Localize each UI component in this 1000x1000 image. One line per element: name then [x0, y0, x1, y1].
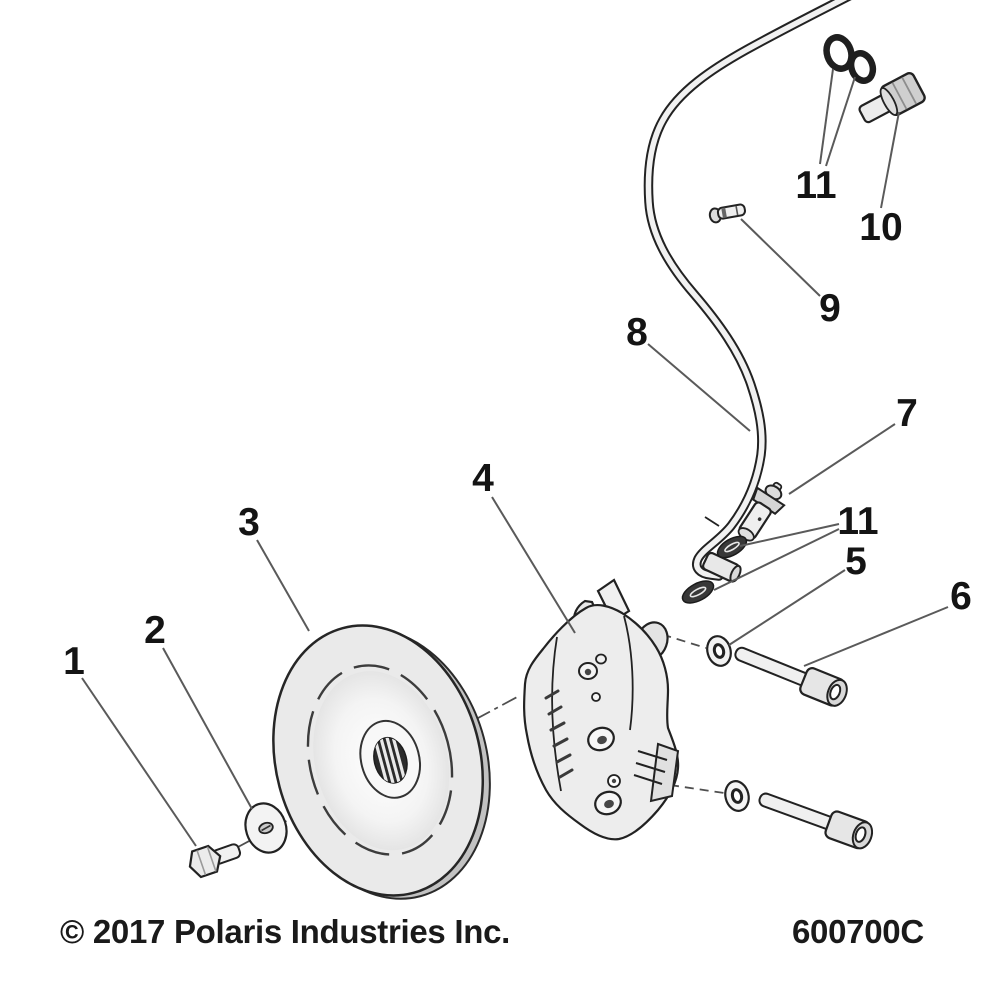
caliper-pad-line: [635, 762, 666, 773]
clip-band: [721, 207, 727, 219]
washer-hole: [712, 643, 726, 659]
brake-disc: [272, 624, 491, 900]
sealing-washer: [847, 50, 877, 84]
caliper-seam-left: [551, 636, 562, 792]
callout-label-1: 1: [63, 640, 85, 683]
brake-caliper: [523, 578, 680, 841]
leader-line-11a: [825, 76, 856, 167]
caliper-pad-line: [633, 774, 663, 785]
callout-label-6: 6: [950, 575, 972, 618]
leader-line-9: [740, 218, 821, 297]
leader-line-11a: [819, 68, 834, 165]
brake-line-inner: [645, 0, 848, 579]
disc-inner-ring: [306, 664, 454, 856]
callout-leaders: [81, 68, 949, 847]
callout-label-3: 3: [238, 501, 260, 544]
leader-line-2: [162, 647, 253, 810]
callout-label-8: 8: [626, 311, 648, 354]
hex-facet: [206, 846, 217, 872]
leader-line-7: [788, 423, 896, 495]
caliper-seam-right: [623, 615, 634, 731]
caliper-bolt-top: [734, 646, 848, 707]
leader-line-11b: [713, 528, 840, 591]
caliper-boss-small: [595, 653, 607, 665]
caliper-pad-line: [637, 750, 668, 761]
clip-groove: [735, 206, 739, 216]
leader-line-5: [728, 569, 846, 646]
sealing-washer-slit: [689, 586, 707, 598]
washer-hole: [730, 788, 744, 804]
callout-label-9: 9: [819, 287, 841, 330]
bolt-shaft: [758, 792, 835, 831]
brake-line: [643, 0, 852, 583]
hex-facet: [901, 77, 918, 105]
disc-splines: [372, 733, 408, 787]
callout-label-7: 7: [896, 392, 918, 435]
fitting-hex-collar: [752, 486, 786, 515]
leader-line-6: [803, 606, 949, 667]
retaining-clip: [708, 203, 746, 224]
callout-label-11-upper: 11: [795, 164, 836, 207]
sealing-washer: [716, 535, 748, 559]
callout-label-5: 5: [845, 540, 867, 583]
copyright-text: © 2017 Polaris Industries Inc.: [60, 913, 510, 950]
caliper-pin-hole: [591, 692, 601, 702]
callout-label-2: 2: [144, 609, 166, 652]
washer-hole-slot: [261, 824, 271, 832]
banjo-bolt-head-face: [879, 87, 899, 116]
caliper-piston-low-hole: [604, 799, 614, 809]
clip-body: [716, 203, 746, 220]
disc-washer: [244, 802, 288, 854]
leader-line-8: [647, 343, 751, 432]
hose-seam: [704, 516, 720, 527]
callout-label-11-lower: 11: [837, 500, 878, 543]
caliper-bolt-axis-bottom: [669, 784, 725, 794]
caliper-washer-top: [706, 635, 732, 667]
sealing-washer: [823, 34, 855, 72]
hex-facet: [891, 82, 908, 110]
disc-bolt: [188, 843, 242, 879]
diagram-footer: © 2017 Polaris Industries Inc. 600700C: [60, 913, 924, 950]
bolt-socket: [854, 826, 867, 843]
caliper-piston-mid-hole: [597, 735, 607, 745]
caliper-bolt-bottom: [758, 792, 874, 850]
callout-label-10: 10: [859, 206, 902, 249]
leader-line-10: [880, 111, 900, 209]
caliper-cast-marks: [544, 689, 574, 779]
leader-line-3: [256, 539, 310, 632]
sealing-washers-upper: [823, 34, 877, 84]
caliper-bleeder-hole: [584, 668, 592, 676]
sealing-washers-lower: [681, 535, 748, 604]
drawing-number: 600700C: [792, 913, 924, 950]
sealing-washer: [681, 580, 715, 604]
bolt-socket: [829, 683, 842, 701]
sealing-washer-slit: [724, 541, 740, 553]
hex-facet: [196, 850, 207, 876]
caliper-washer-bottom: [724, 780, 750, 812]
leader-line-4: [491, 496, 576, 634]
callout-label-4: 4: [472, 457, 494, 500]
leader-line-11b: [739, 523, 840, 547]
caliper-small-bore-hole: [611, 778, 617, 784]
bolt-shaft: [734, 646, 810, 687]
callout-labels: 1 2 3 4 5 6 7 8 9 10 11 11: [63, 164, 972, 683]
caliper-bolt-axis-top: [647, 629, 707, 649]
leader-line-1: [81, 677, 197, 847]
banjo-bolt: [858, 71, 926, 124]
fitting-port: [757, 517, 762, 521]
